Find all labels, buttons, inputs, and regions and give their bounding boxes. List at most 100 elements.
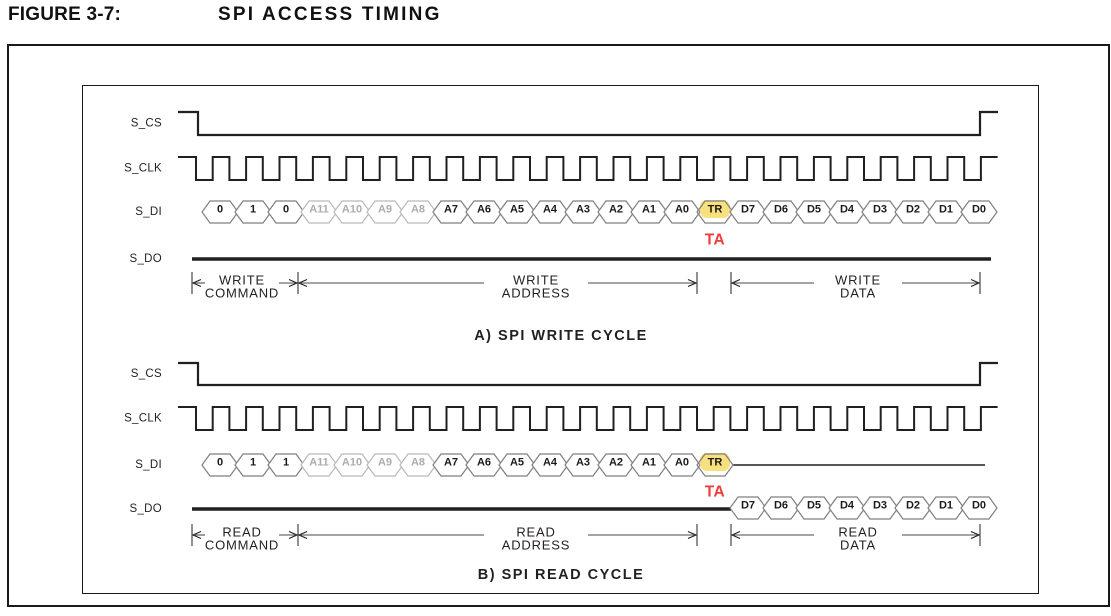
- bit-label: A10: [342, 204, 362, 216]
- bit-label: 0: [217, 457, 223, 469]
- span-label: WRITE: [219, 273, 265, 288]
- bit-label: A2: [609, 204, 623, 216]
- signal-label: S_DO: [129, 253, 162, 265]
- bit-label: A11: [309, 457, 329, 469]
- span-label: READ: [838, 525, 877, 540]
- bit-label: D0: [972, 204, 986, 216]
- bit-label: TR: [708, 204, 723, 216]
- tr-highlight: [700, 453, 730, 471]
- bit-label: D3: [873, 204, 887, 216]
- bit-label: D7: [741, 500, 755, 512]
- arrow-head-left: [297, 278, 308, 288]
- bit-label: D1: [939, 500, 953, 512]
- bit-label: A3: [576, 457, 590, 469]
- arrow-head-right: [970, 530, 981, 540]
- bit-label: A5: [510, 204, 524, 216]
- bit-label: A5: [510, 457, 524, 469]
- signal-label: S_CS: [131, 118, 162, 130]
- bit-label: D3: [873, 500, 887, 512]
- bit-label: D2: [906, 500, 920, 512]
- diagram-caption: A) SPI WRITE CYCLE: [474, 328, 648, 344]
- figure-title: SPI ACCESS TIMING: [218, 4, 442, 25]
- bit-label: A0: [675, 457, 689, 469]
- span-label: WRITE: [835, 273, 881, 288]
- arrow-head-right: [288, 278, 299, 288]
- arrow-head-right: [288, 530, 299, 540]
- signal-label: S_DI: [135, 206, 162, 218]
- bit-label: D5: [807, 204, 821, 216]
- signal-label: S_CLK: [124, 413, 162, 425]
- bit-label: A0: [675, 204, 689, 216]
- bit-label: A10: [342, 457, 362, 469]
- figure-label: FIGURE 3-7:: [8, 4, 122, 25]
- arrow-head-right: [687, 278, 698, 288]
- arrow-head-left: [191, 530, 202, 540]
- bit-label: 0: [217, 204, 223, 216]
- s-cs-waveform: [178, 361, 998, 387]
- span-label: ADDRESS: [502, 286, 570, 301]
- span-label: WRITE: [513, 273, 559, 288]
- figure-inner-frame: [82, 85, 1039, 594]
- signal-label: S_DI: [135, 459, 162, 471]
- figure-outer-frame: [7, 44, 1110, 607]
- span-label: READ: [516, 525, 555, 540]
- bit-label: 0: [283, 204, 289, 216]
- arrow-head-left: [730, 278, 741, 288]
- arrow-head-right: [687, 530, 698, 540]
- bit-hexagon: [960, 200, 998, 224]
- bit-label: 1: [250, 204, 256, 216]
- bit-label: A4: [543, 457, 558, 469]
- arrow-head-right: [970, 278, 981, 288]
- bit-hexagon: [663, 200, 701, 224]
- ta-marker: TA: [705, 484, 726, 501]
- span-label: DATA: [840, 286, 876, 301]
- bit-label: A8: [411, 457, 425, 469]
- bit-label: D4: [840, 500, 855, 512]
- tr-highlight: [700, 200, 730, 218]
- arrow-head-left: [297, 530, 308, 540]
- bit-label: A4: [543, 204, 558, 216]
- bit-label: D5: [807, 500, 821, 512]
- bit-label: A2: [609, 457, 623, 469]
- bit-label: D6: [774, 500, 788, 512]
- bit-hexagon: [663, 453, 701, 477]
- signal-label: S_CLK: [124, 163, 162, 175]
- bit-hexagon: [696, 453, 734, 477]
- bit-label: TR: [708, 457, 723, 469]
- diagram-caption: B) SPI READ CYCLE: [478, 567, 645, 583]
- bit-label: A1: [642, 457, 656, 469]
- bit-label: 1: [283, 457, 289, 469]
- bit-hexagon: [960, 496, 998, 520]
- bit-label: D6: [774, 204, 788, 216]
- bit-label: D0: [972, 500, 986, 512]
- s-cs-waveform: [178, 110, 998, 137]
- arrow-head-left: [191, 278, 202, 288]
- bit-label: A6: [477, 204, 491, 216]
- span-label: DATA: [840, 538, 876, 553]
- bit-label: A7: [444, 204, 458, 216]
- span-label: READ: [222, 525, 261, 540]
- bit-label: A7: [444, 457, 458, 469]
- bit-label: A11: [309, 204, 329, 216]
- bit-label: 1: [250, 457, 256, 469]
- signal-label: S_CS: [131, 368, 162, 380]
- span-label: ADDRESS: [502, 538, 570, 553]
- bit-label: D2: [906, 204, 920, 216]
- bit-label: D7: [741, 204, 755, 216]
- bit-label: A6: [477, 457, 491, 469]
- bit-label: A8: [411, 204, 425, 216]
- s-clk-waveform: [178, 406, 998, 431]
- span-label: COMMAND: [205, 538, 279, 553]
- bit-label: D1: [939, 204, 953, 216]
- bit-label: A9: [378, 204, 392, 216]
- bit-label: A3: [576, 204, 590, 216]
- bit-label: D4: [840, 204, 855, 216]
- arrow-head-left: [730, 530, 741, 540]
- bit-label: A9: [378, 457, 392, 469]
- span-label: COMMAND: [205, 286, 279, 301]
- signal-label: S_DO: [129, 503, 162, 515]
- bit-label: A1: [642, 204, 656, 216]
- ta-marker: TA: [705, 232, 726, 249]
